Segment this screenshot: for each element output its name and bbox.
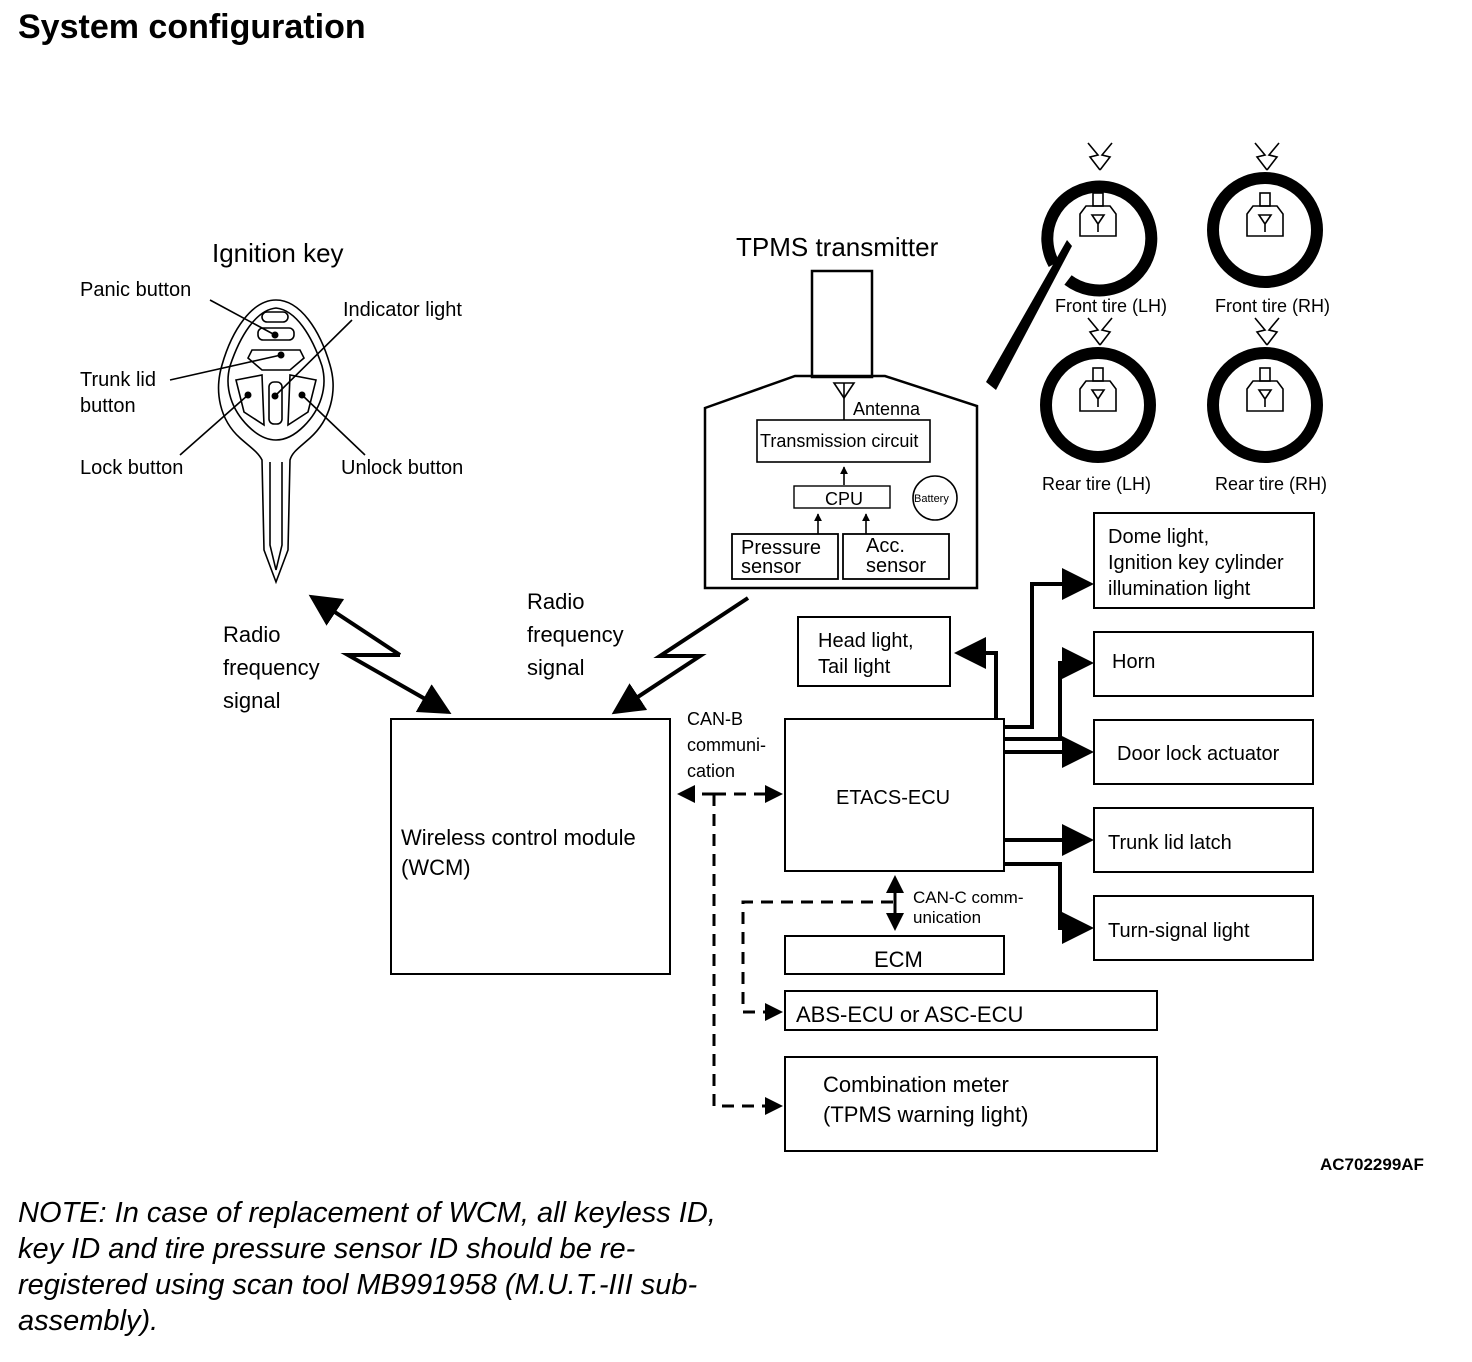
- battery-label: Battery: [914, 493, 949, 505]
- abs-ecu-label: ABS-ECU or ASC-ECU: [796, 1002, 1023, 1027]
- key-icon: [217, 299, 334, 585]
- figure-id: AC702299AF: [1320, 1155, 1424, 1174]
- head-light-label: Head light,: [818, 630, 914, 652]
- signal-icon: [1099, 142, 1113, 171]
- tire-rear-lh: [1040, 317, 1156, 463]
- front-tire-lh-label: Front tire (LH): [1055, 296, 1167, 316]
- tire-sensor-icon: [1246, 192, 1284, 237]
- combination-meter-module: Combination meter (TPMS warning light): [784, 1056, 1158, 1152]
- tire-front-rh: [1207, 142, 1323, 288]
- ignition-key-group: Ignition key Panic button Indicator ligh…: [80, 238, 463, 585]
- tpms-transmitter-housing: [703, 374, 979, 590]
- signal-icon: [1087, 142, 1101, 171]
- tire-front-lh: [1041, 142, 1158, 297]
- trunk-lid-latch-module: Trunk lid latch: [1093, 807, 1314, 873]
- rf-left-label-3: signal: [223, 688, 280, 713]
- etacs-ecu-module: ETACS-ECU: [784, 718, 1005, 872]
- panic-button-label: Panic button: [80, 279, 191, 301]
- wcm-module: Wireless control module (WCM): [390, 718, 671, 975]
- signal-icon: [1099, 317, 1113, 346]
- leader-line: [209, 299, 276, 336]
- leader-line: [274, 319, 353, 397]
- ecm-label: ECM: [874, 947, 923, 972]
- tire-rear-rh: [1207, 317, 1323, 463]
- can-c-bus: CAN-C comm- unication: [741, 875, 1024, 1021]
- rf-right-label: Radio: [527, 589, 584, 614]
- rf-signal-right: Radio frequency signal: [527, 589, 750, 715]
- antenna-label: Antenna: [853, 399, 921, 419]
- unlock-button-label: Unlock button: [341, 457, 463, 479]
- tire-pointer: [986, 240, 1072, 390]
- pressure-sensor-label: Pressure: [741, 537, 821, 559]
- wcm-label: Wireless control module: [401, 825, 636, 850]
- head-light-module: Head light, Tail light: [797, 616, 998, 719]
- tire-sensor-icon: [1079, 192, 1117, 237]
- rf-left-label-2: frequency: [223, 655, 320, 680]
- wire-turn-signal: [1004, 862, 1094, 944]
- rear-tire-lh-label: Rear tire (LH): [1042, 474, 1151, 494]
- wire-dome-light: [1004, 568, 1094, 729]
- can-b-label-3: cation: [687, 761, 735, 781]
- trunk-lid-latch-label: Trunk lid latch: [1108, 832, 1232, 854]
- can-c-label: CAN-C comm-: [913, 888, 1024, 907]
- can-b-label: CAN-B: [687, 709, 743, 729]
- tires-group: Front tire (LH) Front tire (RH) Rear tir…: [986, 142, 1330, 494]
- trunk-lid-button-label-2: button: [80, 395, 136, 417]
- ecm-module: ECM: [784, 935, 1005, 975]
- wcm-label-2: (WCM): [401, 855, 471, 880]
- wire-horn: [1004, 647, 1094, 741]
- door-lock-actuator-label: Door lock actuator: [1117, 743, 1280, 765]
- combination-meter-label: Combination meter: [823, 1072, 1009, 1097]
- antenna-icon: [832, 382, 856, 420]
- signal-icon: [1087, 317, 1101, 346]
- leader-line: [169, 354, 282, 381]
- tire-sensor-icon: [1246, 367, 1284, 412]
- indicator-light-label: Indicator light: [343, 299, 462, 321]
- signal-icon: [1266, 317, 1280, 346]
- abs-ecu-module: ABS-ECU or ASC-ECU: [784, 990, 1158, 1031]
- rf-right-label-3: signal: [527, 655, 584, 680]
- dome-light-label: Dome light,: [1108, 526, 1209, 548]
- signal-icon: [1266, 142, 1280, 171]
- dome-light-label-2: Ignition key cylinder: [1108, 552, 1284, 574]
- battery-icon: [912, 475, 958, 521]
- rf-signal-left: Radio frequency signal: [223, 594, 452, 714]
- can-b-label-2: communi-: [687, 735, 766, 755]
- acc-sensor-label: Acc.: [866, 535, 905, 557]
- door-lock-actuator-module: Door lock actuator: [1093, 719, 1314, 785]
- lock-button-label: Lock button: [80, 457, 183, 479]
- combination-meter-label-2: (TPMS warning light): [823, 1102, 1028, 1127]
- can-b-bus: CAN-B communi- cation: [677, 709, 783, 1115]
- horn-label: Horn: [1112, 651, 1155, 673]
- dome-light-label-3: illumination light: [1108, 578, 1251, 600]
- front-tire-rh-label: Front tire (RH): [1215, 296, 1330, 316]
- pressure-sensor-label-2: sensor: [741, 556, 801, 578]
- turn-signal-light-module: Turn-signal light: [1093, 895, 1314, 961]
- leader-line: [301, 394, 366, 456]
- rf-left-label: Radio: [223, 622, 280, 647]
- transmission-circuit-label: Transmission circuit: [760, 431, 918, 451]
- tpms-transmitter-group: TPMS transmitter Antenna Transmission ci…: [703, 232, 979, 590]
- trunk-lid-button-label: Trunk lid: [80, 369, 156, 391]
- turn-signal-light-label: Turn-signal light: [1108, 920, 1250, 942]
- tpms-transmitter-heading: TPMS transmitter: [736, 232, 939, 262]
- head-light-label-2: Tail light: [818, 656, 891, 678]
- dome-light-module: Dome light, Ignition key cylinder illumi…: [1093, 512, 1315, 609]
- signal-icon: [1254, 317, 1268, 346]
- signal-icon: [1254, 142, 1268, 171]
- etacs-ecu-label: ETACS-ECU: [836, 787, 950, 809]
- tire-sensor-icon: [1079, 367, 1117, 412]
- rear-tire-rh-label: Rear tire (RH): [1215, 474, 1327, 494]
- note-text: NOTE: In case of replacement of WCM, all…: [18, 1197, 716, 1337]
- ignition-key-heading: Ignition key: [212, 238, 344, 268]
- cpu-label: CPU: [825, 489, 863, 509]
- can-c-label-2: unication: [913, 908, 981, 927]
- rf-right-label-2: frequency: [527, 622, 624, 647]
- leader-line: [179, 394, 249, 456]
- acc-sensor-label-2: sensor: [866, 555, 926, 577]
- page-title: System configuration: [18, 8, 366, 46]
- horn-module: Horn: [1093, 631, 1314, 697]
